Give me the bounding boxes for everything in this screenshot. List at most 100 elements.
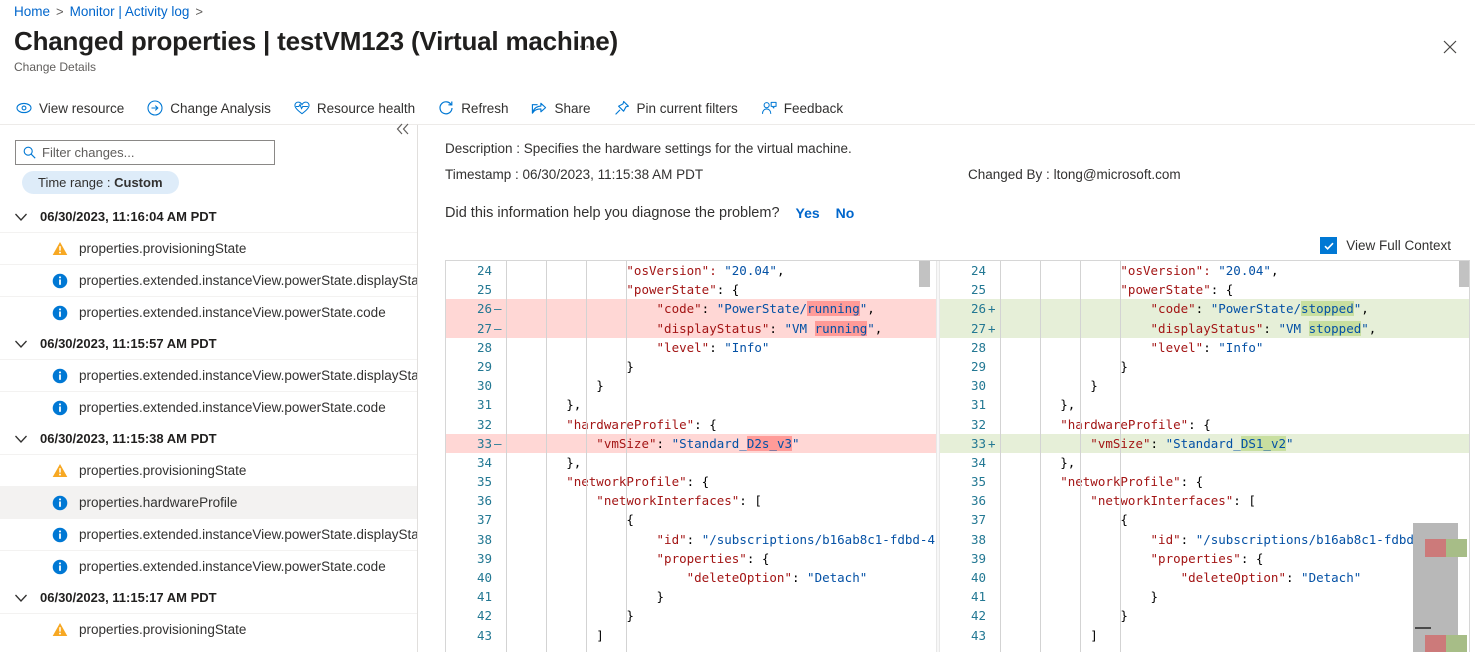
- diff-line-number: 26: [970, 301, 986, 317]
- diff-minimap[interactable]: [1413, 523, 1467, 652]
- refresh-icon: [438, 100, 454, 116]
- diff-line: 27+ "displayStatus": "VM stopped",: [940, 318, 1469, 338]
- old-pane-scrollbar-thumb[interactable]: [919, 261, 930, 287]
- diff-token: ,: [1361, 301, 1369, 317]
- change-row[interactable]: properties.extended.instanceView.powerSt…: [0, 391, 417, 423]
- breadcrumb-separator-2: >: [195, 4, 204, 19]
- change-analysis-button[interactable]: Change Analysis: [145, 96, 282, 120]
- new-pane-scrollbar[interactable]: [1458, 261, 1469, 652]
- diff-line-sign: [494, 395, 506, 414]
- diff-line-sign: [494, 549, 506, 568]
- diff-token: ": [792, 435, 800, 451]
- diff-line-sign: [988, 510, 1000, 529]
- breadcrumb-monitor-activity-log[interactable]: Monitor | Activity log: [69, 4, 190, 19]
- description-label: Description :: [445, 141, 521, 156]
- change-group-header[interactable]: 06/30/2023, 11:15:17 AM PDT: [0, 582, 417, 613]
- diff-token: }: [506, 589, 665, 605]
- diff-line-number: 32: [476, 416, 492, 432]
- change-row[interactable]: properties.provisioningState: [0, 232, 417, 264]
- diff-token: "vmSize": [1000, 435, 1151, 451]
- change-row[interactable]: properties.extended.instanceView.powerSt…: [0, 359, 417, 391]
- diff-line-code: "hardwareProfile": {: [1000, 415, 1469, 434]
- page-subtitle: Change Details: [14, 60, 97, 74]
- diff-token: "/subscriptions/b16ab8c1-fdbd-4: [701, 531, 935, 547]
- diff-line: 32 "hardwareProfile": {: [940, 415, 1469, 434]
- diff-token: }: [1000, 358, 1128, 374]
- diff-line-sign: [988, 491, 1000, 510]
- diff-token: },: [1000, 454, 1076, 470]
- diff-line-number: 39: [970, 550, 986, 566]
- diff-token: :: [1263, 320, 1279, 336]
- diff-line: 39 "properties": {: [446, 549, 936, 568]
- diff-token: ": [1286, 435, 1294, 451]
- old-pane-scrollbar[interactable]: [918, 261, 931, 652]
- diff-token: },: [1000, 397, 1076, 413]
- diff-token: : {: [686, 474, 710, 490]
- timestamp-label: Timestamp :: [445, 167, 519, 182]
- diff-token: : {: [746, 550, 770, 566]
- diff-line: 36 "networkInterfaces": [: [940, 491, 1469, 510]
- refresh-button[interactable]: Refresh: [436, 96, 519, 120]
- chevron-double-left-icon[interactable]: [394, 122, 412, 139]
- change-row-label: properties.provisioningState: [79, 241, 247, 256]
- diff-line-code: "networkInterfaces": [: [506, 491, 936, 510]
- diff-line-sign: [988, 530, 1000, 549]
- diff-pane-old[interactable]: 24 "osVersion": "20.04",25 "powerState":…: [446, 261, 936, 652]
- diff-line-number: 24: [476, 263, 492, 278]
- view-full-context-checkbox[interactable]: View Full Context: [1320, 237, 1451, 254]
- diff-line-number: 29: [476, 358, 492, 374]
- diff-line: 35 "networkProfile": {: [940, 472, 1469, 491]
- diff-line: 27– "displayStatus": "VM running",: [446, 318, 936, 338]
- search-input[interactable]: [42, 145, 267, 160]
- share-button[interactable]: Share: [529, 96, 601, 120]
- close-icon[interactable]: [1435, 32, 1465, 62]
- resource-health-button[interactable]: Resource health: [292, 96, 426, 120]
- diff-token: "id": [506, 531, 687, 547]
- diff-line-sign: [494, 530, 506, 549]
- change-row-selected[interactable]: properties.hardwareProfile: [0, 486, 417, 518]
- diff-line-code: ]: [1000, 626, 1469, 645]
- new-pane-scrollbar-thumb[interactable]: [1459, 261, 1469, 287]
- diff-line-code: }: [506, 376, 936, 395]
- view-resource-button[interactable]: View resource: [14, 96, 135, 120]
- command-bar: View resource Change Analysis Resource h…: [14, 93, 1475, 123]
- pin-current-filters-button[interactable]: Pin current filters: [612, 96, 749, 120]
- diff-line-number: 33: [970, 435, 986, 451]
- change-group-header[interactable]: 06/30/2023, 11:15:38 AM PDT: [0, 423, 417, 454]
- diff-line: 40 "deleteOption": "Detach": [940, 568, 1469, 587]
- change-row[interactable]: properties.extended.instanceView.powerSt…: [0, 518, 417, 550]
- diff-highlight: stopped: [1308, 320, 1362, 336]
- change-group-header[interactable]: 06/30/2023, 11:15:57 AM PDT: [0, 328, 417, 359]
- change-row[interactable]: properties.provisioningState: [0, 613, 417, 645]
- info-icon: [52, 559, 68, 575]
- change-detail-panel: Description : Specifies the hardware set…: [419, 125, 1475, 652]
- diff-line-sign: [494, 510, 506, 529]
- breadcrumb-home[interactable]: Home: [14, 4, 51, 19]
- feedback-button[interactable]: Feedback: [759, 96, 854, 120]
- more-options-button[interactable]: ···: [578, 36, 598, 55]
- time-range-filter-pill[interactable]: Time range : Custom: [22, 171, 179, 194]
- change-row[interactable]: properties.extended.instanceView.powerSt…: [0, 296, 417, 328]
- diff-token: "deleteOption": [1000, 570, 1286, 585]
- feedback-no-link[interactable]: No: [835, 205, 855, 221]
- filter-changes-field[interactable]: [15, 140, 275, 165]
- change-row[interactable]: properties.provisioningState: [0, 454, 417, 486]
- diff-token: :: [1285, 570, 1302, 585]
- change-row[interactable]: properties.extended.instanceView.powerSt…: [0, 264, 417, 296]
- diff-line-code: "networkProfile": {: [1000, 472, 1469, 491]
- change-group-header[interactable]: 06/30/2023, 11:16:04 AM PDT: [0, 201, 417, 232]
- diff-line-code: }: [506, 357, 936, 376]
- diff-token: }: [506, 378, 604, 394]
- diff-pane-new[interactable]: 24 "osVersion": "20.04",25 "powerState":…: [940, 261, 1469, 652]
- diff-pane-divider: [936, 261, 940, 652]
- diff-token: "code": [1000, 301, 1196, 317]
- diff-token: {: [1000, 512, 1128, 528]
- diff-token: : {: [694, 416, 717, 432]
- feedback-yes-link[interactable]: Yes: [795, 205, 820, 221]
- search-icon: [23, 146, 36, 159]
- diff-line-sign: [494, 261, 506, 280]
- diff-line-sign: [988, 357, 1000, 376]
- diff-line-code: "vmSize": "Standard_DS1_v2": [1000, 434, 1469, 453]
- diff-token: "Info": [724, 339, 770, 355]
- change-row[interactable]: properties.extended.instanceView.powerSt…: [0, 550, 417, 582]
